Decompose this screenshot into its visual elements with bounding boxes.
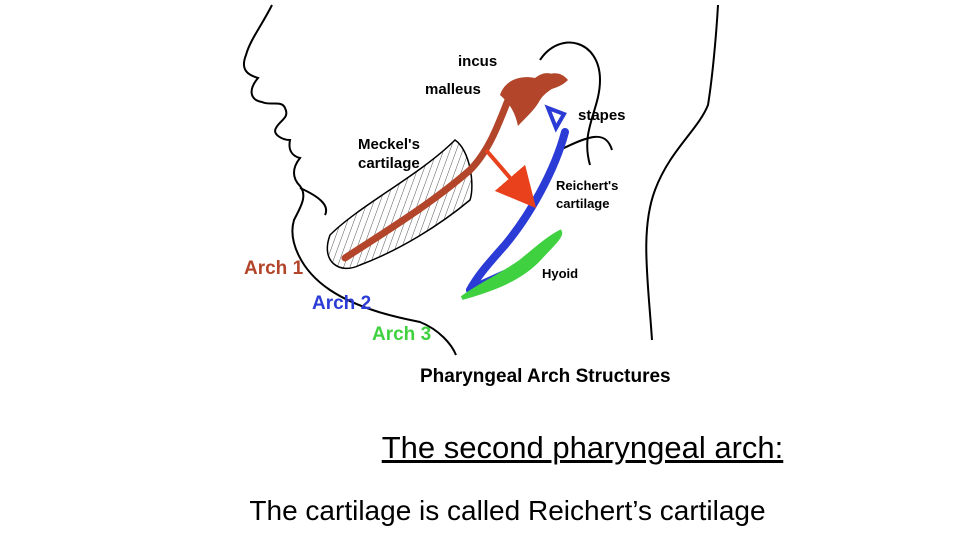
label-arch2: Arch 2 bbox=[312, 293, 371, 314]
slide-body-text: The cartilage is called Reichert’s carti… bbox=[249, 495, 766, 526]
arch2-reicherts-cartilage bbox=[466, 128, 569, 294]
arch1-incus bbox=[540, 73, 568, 92]
ear-outline bbox=[539, 41, 602, 166]
label-meckels-line1: Meckel's bbox=[358, 136, 420, 153]
diagram-caption: Pharyngeal Arch Structures bbox=[420, 366, 671, 387]
label-hyoid: Hyoid bbox=[542, 266, 578, 281]
pointer-arrow bbox=[484, 148, 537, 209]
label-stapes: stapes bbox=[578, 107, 626, 124]
label-arch1: Arch 1 bbox=[244, 258, 304, 279]
label-incus: incus bbox=[458, 53, 497, 70]
arch2-stapes bbox=[544, 104, 567, 133]
label-reicherts-line1: Reichert's bbox=[556, 178, 618, 193]
label-malleus: malleus bbox=[425, 81, 481, 98]
neck-outline bbox=[645, 4, 719, 341]
throat-outline bbox=[559, 135, 613, 151]
pharyngeal-arch-diagram: incus malleus stapes Meckel's cartilage … bbox=[242, 4, 719, 387]
arch3-hyoid bbox=[460, 229, 563, 300]
label-arch3: Arch 3 bbox=[372, 324, 431, 345]
arch1-meckels-cartilage bbox=[341, 91, 514, 262]
meckels-region bbox=[326, 139, 473, 270]
jaw-outline bbox=[299, 187, 328, 216]
face-outline bbox=[242, 4, 457, 356]
label-meckels-line2: cartilage bbox=[358, 155, 420, 172]
slide-heading: The second pharyngeal arch: bbox=[381, 430, 784, 465]
label-reicherts-line2: cartilage bbox=[556, 196, 609, 211]
